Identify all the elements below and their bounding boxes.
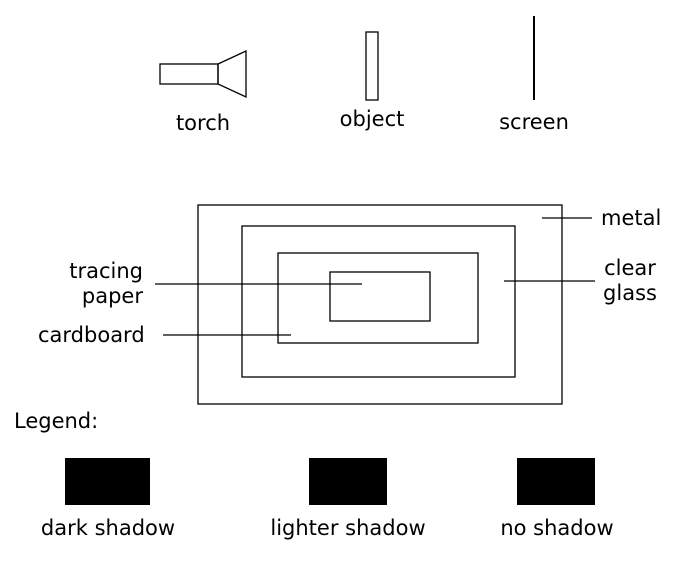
legend-label-lighter-shadow: lighter shadow [270,516,426,540]
tracing-paper-label-line1: tracing [69,259,143,283]
metal-label: metal [601,206,662,230]
metal-rect [197,204,563,405]
cardboard-label: cardboard [38,323,145,347]
torch-icon [159,49,247,99]
screen-label: screen [499,110,569,134]
clear-glass-label-line2: glass [603,281,657,305]
tracing-paper-rect [329,271,431,322]
tracing-paper-label-line2: paper [81,284,143,308]
legend-label-dark-shadow: dark shadow [40,516,176,540]
torch-label: torch [175,111,231,135]
legend-swatch-dark-shadow [65,458,150,505]
legend-swatch-no-shadow [517,458,595,505]
object-icon [365,31,379,101]
object-label: object [339,107,405,131]
clear-glass-rect [241,225,516,378]
clear-glass-label-line1: clear [604,256,656,280]
legend-label-no-shadow: no shadow [500,516,614,540]
legend-swatch-lighter-shadow [309,458,387,505]
legend-title: Legend: [14,409,99,433]
cardboard-rect [277,252,479,344]
